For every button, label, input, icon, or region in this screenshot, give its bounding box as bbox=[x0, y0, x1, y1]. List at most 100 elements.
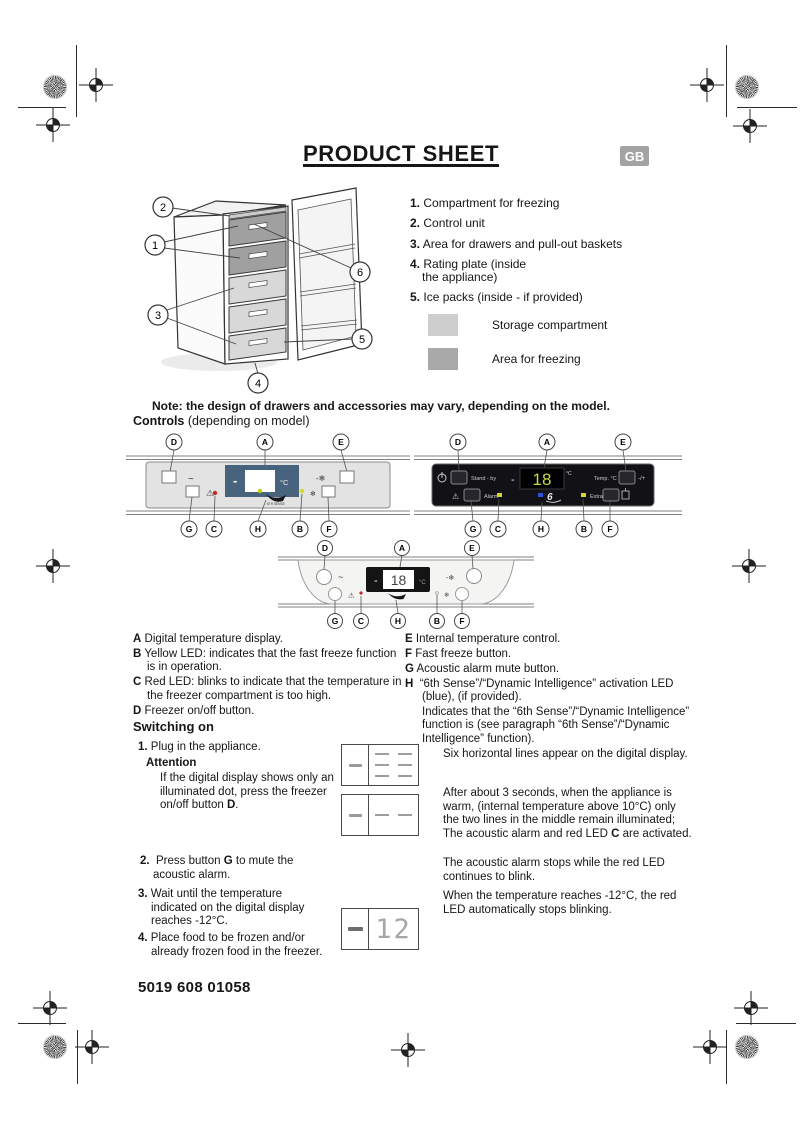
svg-text:E: E bbox=[469, 543, 475, 553]
yellow-led bbox=[299, 488, 305, 494]
callout-C: C bbox=[353, 613, 369, 629]
temperature-display bbox=[383, 570, 414, 589]
display-value-cell: 12 bbox=[369, 909, 418, 949]
side-note-1: Six horizontal lines appear on the digit… bbox=[443, 748, 688, 760]
svg-text:F: F bbox=[607, 524, 612, 534]
color-calibration-wheel-icon bbox=[735, 1035, 759, 1059]
definition-H-detail: Indicates that the “6th Sense”/“Dynamic … bbox=[422, 706, 690, 745]
svg-text:A: A bbox=[399, 543, 405, 553]
callout-E: E bbox=[614, 433, 632, 451]
yellow-led bbox=[435, 591, 439, 595]
definitions-right: E Internal temperature control. F Fast f… bbox=[405, 633, 695, 746]
fast-freeze-icon: -❄ bbox=[446, 574, 454, 582]
display-diagram-six-lines bbox=[341, 744, 419, 786]
temp-label: Temp. °C bbox=[594, 476, 617, 482]
alarm-icon: ⚠ bbox=[348, 591, 355, 600]
red-led bbox=[497, 493, 502, 497]
callout-H: H bbox=[532, 520, 550, 538]
side-note-4: When the temperature reaches -12°C, the … bbox=[443, 890, 677, 916]
callout-E: E bbox=[464, 540, 480, 556]
svg-text:H: H bbox=[395, 616, 401, 626]
svg-text:4: 4 bbox=[255, 378, 261, 390]
degrees-label: °C bbox=[280, 478, 289, 487]
callout-F: F bbox=[320, 520, 338, 538]
diagram-callout-4: 4 bbox=[247, 372, 269, 394]
callout-E: E bbox=[332, 433, 350, 451]
display-segments-cell bbox=[369, 745, 418, 785]
sixth-sense-logo: 6 bbox=[547, 492, 553, 503]
display-minus-cell bbox=[342, 795, 369, 835]
svg-text:G: G bbox=[332, 616, 339, 626]
definitions-left: A Digital temperature display. B Yellow … bbox=[133, 633, 405, 719]
definition-B: B Yellow LED: indicates that the fast fr… bbox=[133, 647, 397, 674]
crop-line bbox=[726, 1030, 727, 1084]
control-panel-curved: ~ - 18 °C -❄ ⚠ ❄ D A E G C H B F bbox=[278, 540, 534, 629]
alarm-mute-button bbox=[463, 488, 481, 502]
display-value: 12 bbox=[375, 913, 412, 945]
callout-A: A bbox=[256, 433, 274, 451]
svg-text:A: A bbox=[262, 437, 268, 447]
diagram-callout-1: 1 bbox=[144, 234, 166, 256]
sixth-sense-logo bbox=[266, 494, 286, 502]
registration-cross-icon bbox=[75, 1030, 109, 1064]
registration-cross-icon bbox=[734, 991, 768, 1025]
step-1: 1. Plug in the appliance. bbox=[138, 741, 261, 753]
definition-G: G Acoustic alarm mute button. bbox=[405, 662, 560, 675]
svg-text:E: E bbox=[338, 437, 344, 447]
svg-text:2: 2 bbox=[160, 202, 166, 214]
crop-line bbox=[726, 45, 727, 117]
callout-D: D bbox=[449, 433, 467, 451]
registration-cross-icon bbox=[732, 549, 766, 583]
callout-B: B bbox=[575, 520, 593, 538]
page-title: PRODUCT SHEET bbox=[302, 141, 500, 166]
blue-led bbox=[538, 493, 543, 497]
minus-sign: - bbox=[374, 575, 378, 587]
control-panel-black: Stand - by - 18 °C Temp. °C -/+ ⚠ Alarm … bbox=[414, 433, 682, 538]
callout-G: G bbox=[464, 520, 482, 538]
alarm-mute-button bbox=[328, 587, 342, 601]
step-2: 2. Press button G to mute the acoustic a… bbox=[140, 855, 294, 881]
svg-text:5: 5 bbox=[359, 334, 365, 346]
svg-text:B: B bbox=[297, 524, 303, 534]
display-minus-cell bbox=[342, 745, 369, 785]
temperature-display bbox=[519, 467, 565, 490]
list-item: 1. Compartment for freezing bbox=[410, 196, 560, 210]
side-note-3: The acoustic alarm stops while the red L… bbox=[443, 857, 665, 883]
side-note-2: After about 3 seconds, when the applianc… bbox=[443, 787, 692, 840]
callout-C: C bbox=[205, 520, 223, 538]
legend-swatch-storage bbox=[428, 314, 458, 336]
crop-line bbox=[77, 1030, 78, 1084]
svg-text:1: 1 bbox=[152, 240, 158, 252]
svg-text:C: C bbox=[358, 616, 364, 626]
standby-button bbox=[450, 470, 468, 485]
onoff-button bbox=[161, 470, 177, 484]
controls-heading: Controls (depending on model) bbox=[133, 414, 310, 428]
lcd-digits: 18 bbox=[391, 572, 407, 588]
callout-C: C bbox=[489, 520, 507, 538]
red-led bbox=[359, 591, 363, 595]
degrees-label: °C bbox=[566, 471, 572, 477]
list-item: 5. Ice packs (inside - if provided) bbox=[410, 289, 583, 304]
language-badge: GB bbox=[620, 146, 649, 166]
registration-cross-icon bbox=[733, 109, 767, 143]
alarm-icon: ⚠ bbox=[452, 492, 459, 501]
model-note: Note: the design of drawers and accessor… bbox=[152, 399, 610, 413]
attention-text: If the digital display shows only an ill… bbox=[160, 772, 334, 812]
color-calibration-wheel-icon bbox=[43, 75, 67, 99]
snowflake-icon: ❄ bbox=[310, 490, 316, 498]
callout-G: G bbox=[327, 613, 343, 629]
registration-cross-icon bbox=[690, 68, 724, 102]
alarm-mute-button bbox=[185, 485, 200, 498]
callout-A: A bbox=[538, 433, 556, 451]
step-4: 4. Place food to be frozen and/or alread… bbox=[138, 932, 323, 958]
freezer-diagram: 2 1 3 4 5 6 bbox=[144, 187, 373, 394]
svg-text:G: G bbox=[186, 524, 193, 534]
temperature-display bbox=[245, 470, 275, 492]
temp-control-button bbox=[339, 470, 355, 484]
control-panel-gray: ~ - °C -❄ ⚠ 6TH SENSE ❄ D A E G C H B F bbox=[126, 433, 410, 538]
svg-text:F: F bbox=[459, 616, 464, 626]
svg-text:B: B bbox=[434, 616, 440, 626]
temp-control-button bbox=[466, 568, 482, 584]
definition-C: C Red LED: blinks to indicate that the t… bbox=[133, 676, 402, 702]
onoff-icon: ~ bbox=[338, 572, 343, 582]
